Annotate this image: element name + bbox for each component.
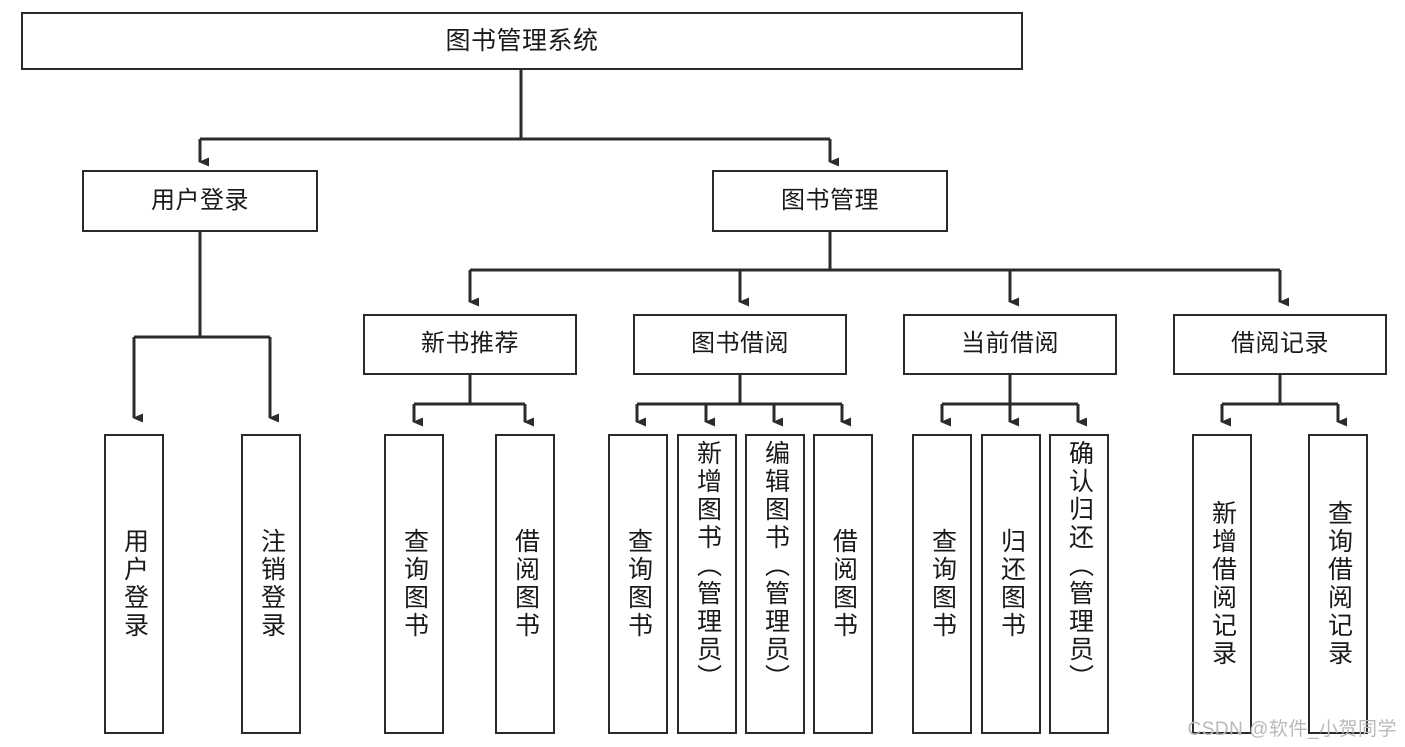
watermark-text: CSDN @软件_小贺同学: [1187, 719, 1397, 740]
leaf-logout-login-label: 注销登录: [257, 528, 286, 640]
leaf-query-record-label: 查询借阅记录: [1324, 500, 1353, 668]
leaf-query-record[interactable]: 查询借阅记录: [1308, 434, 1368, 734]
leaf-add-record-label: 新增借阅记录: [1208, 500, 1237, 668]
node-new-book-recommend-label: 新书推荐: [421, 330, 519, 358]
leaf-query-book-1[interactable]: 查询图书: [384, 434, 444, 734]
leaf-return-book[interactable]: 归还图书: [981, 434, 1041, 734]
node-current-borrow[interactable]: 当前借阅: [903, 314, 1117, 375]
leaf-borrow-book-2[interactable]: 借阅图书: [813, 434, 873, 734]
node-new-book-recommend[interactable]: 新书推荐: [363, 314, 577, 375]
leaf-user-login-label: 用户登录: [120, 528, 149, 640]
leaf-add-book[interactable]: 新增图书（管理员）: [677, 434, 737, 734]
leaf-edit-book-label: 编辑图书（管理员）: [761, 440, 790, 692]
leaf-borrow-book-1-label: 借阅图书: [511, 528, 540, 640]
leaf-query-book-3-label: 查询图书: [928, 528, 957, 640]
leaf-query-book-1-label: 查询图书: [400, 528, 429, 640]
leaf-user-login[interactable]: 用户登录: [104, 434, 164, 734]
node-borrow-record[interactable]: 借阅记录: [1173, 314, 1387, 375]
node-root-label: 图书管理系统: [445, 27, 599, 55]
leaf-confirm-return[interactable]: 确认归还（管理员）: [1049, 434, 1109, 734]
node-book-borrow[interactable]: 图书借阅: [633, 314, 847, 375]
node-current-borrow-label: 当前借阅: [961, 330, 1059, 358]
leaf-query-book-2-label: 查询图书: [624, 528, 653, 640]
leaf-borrow-book-2-label: 借阅图书: [829, 528, 858, 640]
node-root[interactable]: 图书管理系统: [21, 12, 1023, 70]
leaf-borrow-book-1[interactable]: 借阅图书: [495, 434, 555, 734]
node-book-manage[interactable]: 图书管理: [712, 170, 948, 232]
node-user-login-label: 用户登录: [151, 186, 249, 214]
leaf-logout-login[interactable]: 注销登录: [241, 434, 301, 734]
node-book-manage-label: 图书管理: [781, 186, 879, 214]
leaf-edit-book[interactable]: 编辑图书（管理员）: [745, 434, 805, 734]
node-borrow-record-label: 借阅记录: [1231, 330, 1329, 358]
leaf-query-book-3[interactable]: 查询图书: [912, 434, 972, 734]
leaf-add-record[interactable]: 新增借阅记录: [1192, 434, 1252, 734]
leaf-query-book-2[interactable]: 查询图书: [608, 434, 668, 734]
node-user-login[interactable]: 用户登录: [82, 170, 318, 232]
node-book-borrow-label: 图书借阅: [691, 330, 789, 358]
leaf-confirm-return-label: 确认归还（管理员）: [1065, 440, 1094, 692]
leaf-add-book-label: 新增图书（管理员）: [693, 440, 722, 692]
leaf-return-book-label: 归还图书: [997, 528, 1026, 640]
